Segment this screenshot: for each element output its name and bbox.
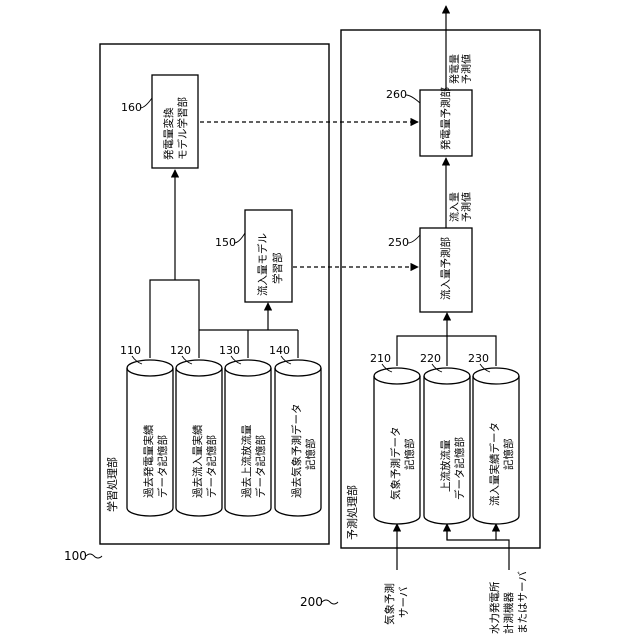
box-260-leader (406, 95, 420, 103)
weather-server-line2: サーバ (398, 586, 410, 618)
box-160-line1: 発電量変換 (162, 107, 175, 160)
box-150-line2: 学習部 (271, 253, 284, 285)
weather-server-line1: 気象予測 (383, 583, 396, 625)
db-220-line1: 上流放流量 (439, 439, 452, 492)
box-160-ref: 160 (121, 101, 142, 114)
db-140-ref: 140 (269, 344, 290, 357)
wire-hydro-in (447, 524, 509, 570)
db-230-line1: 流入量実績データ (488, 422, 501, 506)
db-220-line2: データ記憶部 (453, 437, 466, 500)
box-260-ref: 260 (386, 88, 407, 101)
box-250-leader (408, 235, 420, 243)
db-120-ref: 120 (170, 344, 191, 357)
system-100-ref: 100 (64, 549, 87, 563)
box-150-ref: 150 (215, 236, 236, 249)
learning-unit-label: 学習処理部 (105, 457, 119, 512)
hydro-server-line3: またはサーバ (517, 571, 529, 634)
db-110-line1: 過去発電量実績 (142, 424, 155, 498)
box-160 (152, 75, 198, 168)
db-130-line1: 過去上流放流量 (240, 424, 253, 498)
db-140-line1: 過去気象予測データ (290, 404, 303, 499)
box-260-line1: 発電量予測部 (439, 87, 452, 150)
db-120-line1: 過去流入量実績 (191, 424, 204, 498)
db-230-ref: 230 (468, 352, 489, 365)
box-250-line1: 流入量予測部 (439, 237, 452, 300)
system-200-leader (322, 600, 338, 604)
db-120-line2: データ記憶部 (205, 435, 218, 498)
prediction-unit-label: 予測処理部 (345, 485, 359, 540)
db-210-ref: 210 (370, 352, 391, 365)
db-130-line2: データ記憶部 (254, 435, 267, 498)
db-110-line2: データ記憶部 (156, 435, 169, 498)
power-forecast-line1: 発電量 (448, 54, 461, 84)
box-150-line1: 流入量モデル (256, 233, 269, 296)
inflow-forecast-line2: 予測値 (460, 192, 473, 222)
box-250-ref: 250 (388, 236, 409, 249)
db-210-line1: 気象予測データ (389, 427, 402, 501)
power-forecast-line2: 予測値 (460, 54, 473, 84)
db-130-ref: 130 (219, 344, 240, 357)
db-210-line2: 記憶部 (403, 439, 416, 471)
db-110-ref: 110 (120, 344, 141, 357)
box-160-line2: モデル学習部 (176, 97, 189, 160)
db-220-ref: 220 (420, 352, 441, 365)
system-200-ref: 200 (300, 595, 323, 609)
hydro-server-line2: 計測機器 (502, 592, 515, 634)
db-140-line2: 記憶部 (304, 439, 317, 471)
inflow-forecast-line1: 流入量 (448, 192, 461, 222)
hydro-server-line1: 水力発電所 (488, 581, 501, 634)
system-100-leader (86, 554, 102, 558)
db-230-line2: 記憶部 (502, 439, 515, 471)
